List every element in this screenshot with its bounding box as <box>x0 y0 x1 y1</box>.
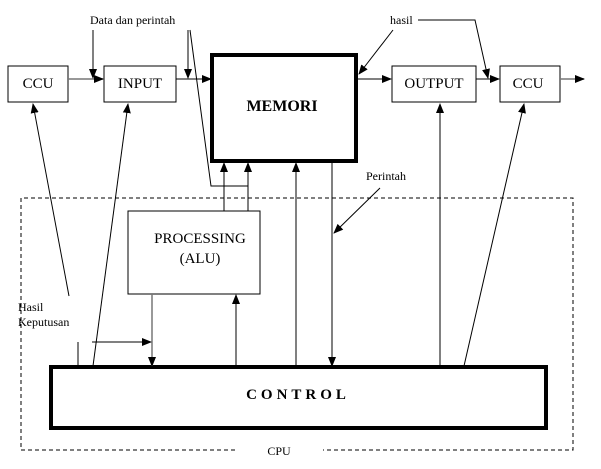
arrow-control-to-input <box>92 103 131 367</box>
processing-label-line1: PROCESSING <box>154 231 246 247</box>
ccu-left-label: CCU <box>23 76 54 92</box>
cpu-boundary <box>20 197 574 451</box>
output-box <box>391 65 477 103</box>
input-label: INPUT <box>118 76 162 92</box>
pointer-hasil-memori <box>358 29 394 75</box>
pointer-perintah <box>333 187 381 234</box>
ccu-left-box <box>7 65 69 103</box>
memori-box <box>210 53 358 163</box>
cpu-label: CPU <box>267 444 291 458</box>
arrow-control-to-ccu-right <box>463 103 526 367</box>
data-dan-perintah-label: Data dan perintah <box>90 13 175 27</box>
control-label: CONTROL <box>246 387 350 403</box>
input-box <box>103 65 177 103</box>
processing-box <box>127 210 261 295</box>
ccu-right-box <box>499 65 561 103</box>
hasil-keputusan-label-line2: Keputusan <box>18 315 69 329</box>
control-box <box>49 365 548 430</box>
hasil-label: hasil <box>390 13 413 27</box>
pointer-hasil-ccu <box>418 19 490 79</box>
output-label: OUTPUT <box>404 76 463 92</box>
memori-label: MEMORI <box>246 98 317 115</box>
arrow-control-to-ccu-left <box>30 103 70 297</box>
ccu-right-label: CCU <box>513 76 544 92</box>
processing-label-line2: (ALU) <box>180 251 221 267</box>
hasil-keputusan-label-line1: Hasil <box>18 300 44 314</box>
perintah-label: Perintah <box>366 169 406 183</box>
